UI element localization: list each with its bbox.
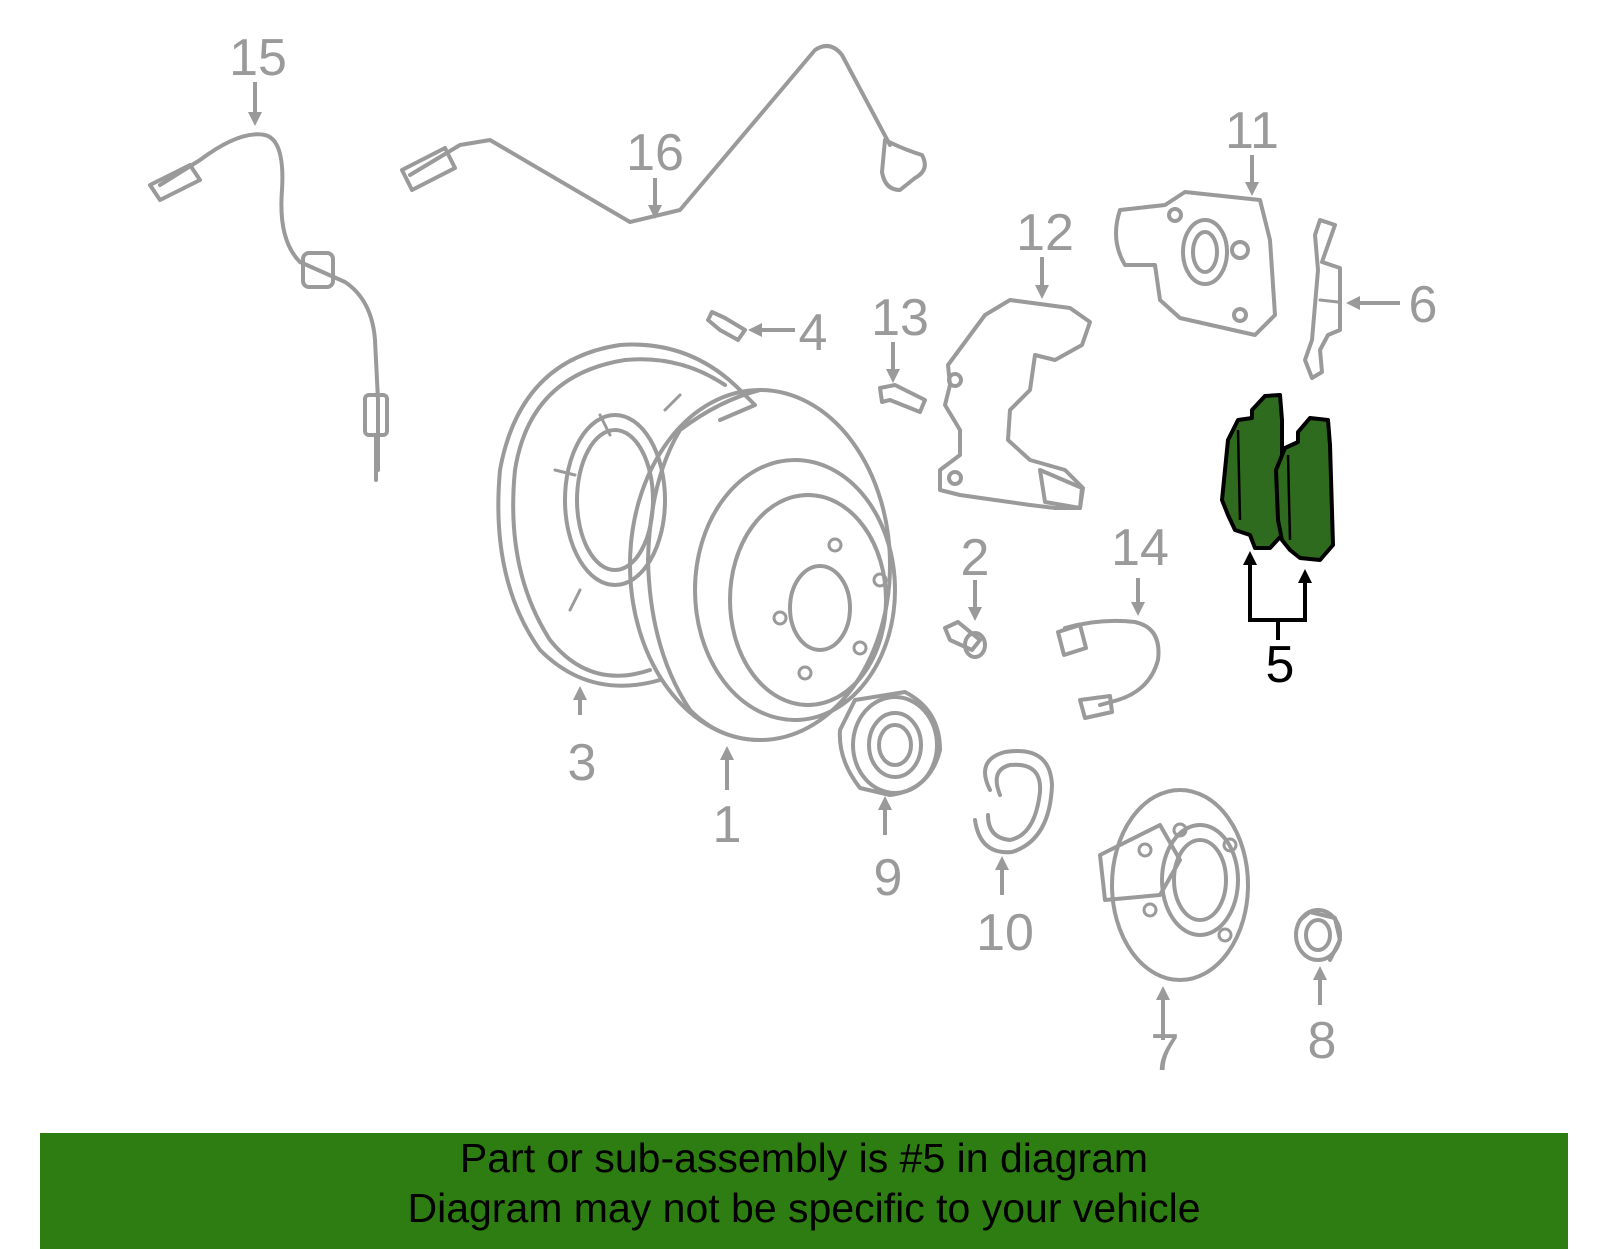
banner-line-part: Part or sub-assembly is #5 in diagram [459,1135,1149,1181]
brake-assembly-diagram: 15 16 11 12 6 4 13 2 14 [148,29,1437,1082]
info-banner: Part or sub-assembly is #5 in diagram Di… [40,1133,1568,1249]
callout-5-highlighted: 5 [1243,551,1312,694]
callout-10: 10 [976,856,1034,962]
svg-text:7: 7 [1151,1024,1180,1082]
callout-9: 9 [874,796,903,907]
svg-text:3: 3 [568,734,597,792]
part-6-spring-clip[interactable] [1303,218,1342,380]
svg-text:13: 13 [871,289,929,347]
callout-2: 2 [961,529,990,621]
callout-7: 7 [1151,986,1180,1082]
svg-text:9: 9 [874,849,903,907]
svg-text:10: 10 [976,904,1034,962]
svg-text:2: 2 [961,529,990,587]
svg-text:1: 1 [713,796,742,854]
callout-15: 15 [229,29,287,126]
brake-pad-outer[interactable] [1274,416,1335,562]
part-5-brake-pads[interactable] [1220,393,1335,562]
part-9-bearing[interactable] [837,690,942,797]
callout-4: 4 [748,304,827,362]
callout-8: 8 [1308,966,1337,1070]
callout-12: 12 [1016,204,1074,299]
callout-13: 13 [871,289,929,383]
svg-text:14: 14 [1111,519,1169,577]
part-13-bolt[interactable] [878,383,927,414]
part-3-dust-shield[interactable] [496,342,757,688]
part-8-nut[interactable] [1294,908,1342,962]
svg-text:4: 4 [799,304,828,362]
svg-text:8: 8 [1308,1012,1337,1070]
part-16-sensor-lead[interactable] [400,44,927,224]
banner-line-disclaimer: Diagram may not be specific to your vehi… [407,1185,1201,1231]
part-2-bolt[interactable] [943,620,987,659]
callout-6: 6 [1346,276,1437,334]
callout-11: 11 [1225,102,1279,196]
callout-3: 3 [568,686,597,792]
callout-14: 14 [1111,519,1169,616]
callout-1: 1 [713,746,742,854]
part-15-brake-hose[interactable] [148,132,389,482]
part-1-rotor[interactable] [628,388,897,742]
svg-text:12: 12 [1016,204,1074,262]
part-10-snap-ring[interactable] [973,749,1054,855]
svg-text:5: 5 [1266,636,1295,694]
callout-16: 16 [626,124,684,219]
svg-text:6: 6 [1409,276,1438,334]
part-11-caliper[interactable] [1114,190,1277,337]
svg-text:11: 11 [1225,102,1279,160]
part-12-caliper-carrier[interactable] [938,298,1092,510]
part-4-bolt[interactable] [706,310,747,342]
svg-text:16: 16 [626,124,684,182]
brake-pad-inner[interactable] [1220,393,1284,550]
part-7-hub[interactable] [1098,788,1250,982]
part-14-wear-sensor[interactable] [1056,618,1161,720]
svg-text:15: 15 [229,29,287,87]
